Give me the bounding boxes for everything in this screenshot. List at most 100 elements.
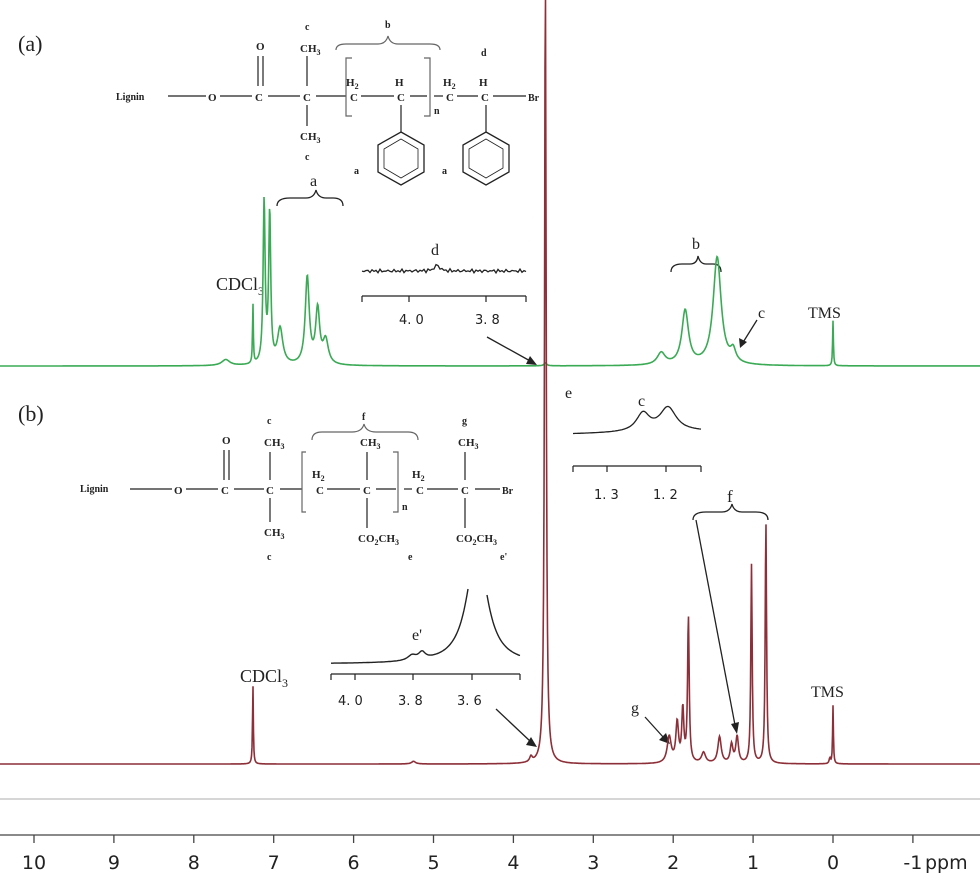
struct-a-o-top: O [256, 41, 265, 53]
struct-b-g: g [462, 416, 467, 427]
struct-a-b: b [385, 20, 391, 31]
struct-a-ch3-bot: CH3 [300, 131, 321, 145]
struct-a-br: Br [528, 93, 540, 104]
struct-b-ch3-g: CH3 [458, 437, 479, 451]
struct-b-f: f [362, 412, 366, 423]
struct-b-co2ch3-2: CO2CH3 [456, 533, 497, 547]
struct-a-h2-1: H2 [346, 77, 359, 91]
peak-e-label: e [565, 385, 572, 402]
struct-a-c5: C [446, 92, 454, 104]
inset-e-tick-3: 3. 6 [457, 694, 482, 709]
bracket-f [692, 503, 769, 521]
peak-a-label: a [310, 173, 317, 190]
struct-a-n: n [434, 106, 440, 117]
struct-a-lignin: Lignin [116, 92, 145, 103]
x-tick-label: 1 [747, 852, 759, 874]
inset-d-tick-2: 3. 8 [475, 313, 500, 328]
x-tick-label: 6 [348, 852, 360, 874]
inset-c: 1. 3 1. 2 c [572, 393, 739, 734]
peak-g-label: g [631, 700, 639, 717]
struct-b-e: e [408, 552, 413, 563]
inset-e-tick-1: 4. 0 [338, 694, 363, 709]
inset-e-tick-2: 3. 8 [398, 694, 423, 709]
struct-a-o: O [208, 92, 217, 104]
spectrum-a-line [0, 196, 980, 367]
panel-b-label: (b) [18, 401, 44, 426]
x-tick-label: -1 [903, 852, 922, 874]
struct-a-c4: C [397, 92, 405, 104]
peak-c-label-a: c [758, 305, 765, 322]
struct-b-c1: C [221, 485, 229, 497]
spectrum-b-line [0, 0, 980, 765]
panel-b: (b) Lignin O C O C CH3 CH3 c c H2 C C [0, 0, 980, 765]
struct-a-a1: a [354, 166, 359, 177]
panel-a: (a) Lignin O C O C CH3 CH3 c c H2 C H C [0, 20, 980, 367]
struct-b-h2-1: H2 [312, 469, 325, 483]
x-tick-label: 10 [22, 852, 46, 874]
struct-a-ch3-top: CH3 [300, 43, 321, 57]
structure-a: Lignin O C O C CH3 CH3 c c H2 C H C [116, 20, 540, 186]
struct-a-c1: C [255, 92, 263, 104]
struct-b-h2-2: H2 [412, 469, 425, 483]
struct-b-c6: C [461, 485, 469, 497]
struct-b-c5: C [416, 485, 424, 497]
struct-a-h2: H [479, 77, 488, 89]
inset-d: 4. 0 3. 8 d [361, 242, 537, 365]
x-tick-label: 8 [188, 852, 200, 874]
x-tick-label: 5 [427, 852, 439, 874]
panel-a-label: (a) [18, 31, 42, 56]
struct-a-c2: C [303, 92, 311, 104]
x-tick-label: 7 [268, 852, 280, 874]
peak-b-label: b [692, 236, 700, 253]
struct-b-o-top: O [222, 435, 231, 447]
struct-a-c-bot: c [305, 152, 310, 163]
struct-b-c4: C [363, 485, 371, 497]
struct-b-br: Br [502, 486, 514, 497]
struct-b-ch3-bot: CH3 [264, 527, 285, 541]
struct-b-c-top: c [267, 416, 272, 427]
structure-b: Lignin O C O C CH3 CH3 c c H2 C C CH3 [80, 412, 514, 563]
inset-e-trace-right [486, 594, 521, 657]
inset-c-label: c [638, 393, 645, 410]
struct-a-d: d [481, 48, 487, 59]
inset-c-tick-2: 1. 2 [653, 488, 678, 503]
x-tick-label: 2 [667, 852, 679, 874]
struct-b-o: O [174, 485, 183, 497]
x-tick-label: 4 [507, 852, 519, 874]
struct-a-h2-2: H2 [443, 77, 456, 91]
struct-b-e2: e' [500, 552, 507, 563]
inset-c-tick-1: 1. 3 [594, 488, 619, 503]
inset-e-trace [331, 588, 469, 664]
bracket-a [276, 189, 344, 207]
struct-a-c3: C [350, 92, 358, 104]
x-tick-label: 0 [827, 852, 839, 874]
struct-b-c3: C [316, 485, 324, 497]
struct-a-a2: a [442, 166, 447, 177]
inset-e-label: e' [412, 627, 422, 644]
struct-b-lignin: Lignin [80, 484, 109, 495]
struct-b-ch3-top: CH3 [264, 437, 285, 451]
cdcl3-label-b: CDCl3 [240, 666, 288, 690]
peak-f-label: f [727, 487, 733, 506]
x-tick-label: 3 [587, 852, 599, 874]
struct-a-h1: H [395, 77, 404, 89]
x-axis-unit: ppm [925, 852, 968, 874]
struct-b-co2ch3-1: CO2CH3 [358, 533, 399, 547]
cdcl3-label-a: CDCl3 [216, 274, 264, 298]
bracket-b [670, 255, 722, 273]
inset-d-label: d [431, 242, 439, 259]
struct-a-c-top: c [305, 22, 310, 33]
inset-d-tick-1: 4. 0 [399, 313, 424, 328]
struct-b-c-bot: c [267, 552, 272, 563]
struct-a-c6: C [481, 92, 489, 104]
tms-label-b: TMS [811, 684, 844, 701]
struct-b-n: n [402, 502, 408, 513]
struct-b-c2: C [266, 485, 274, 497]
tms-label-a: TMS [808, 305, 841, 322]
inset-d-trace [361, 263, 527, 275]
struct-b-ch3-mid: CH3 [360, 437, 381, 451]
inset-e-prime: 4. 0 3. 8 3. 6 e' [330, 588, 537, 747]
inset-c-trace [573, 405, 702, 435]
